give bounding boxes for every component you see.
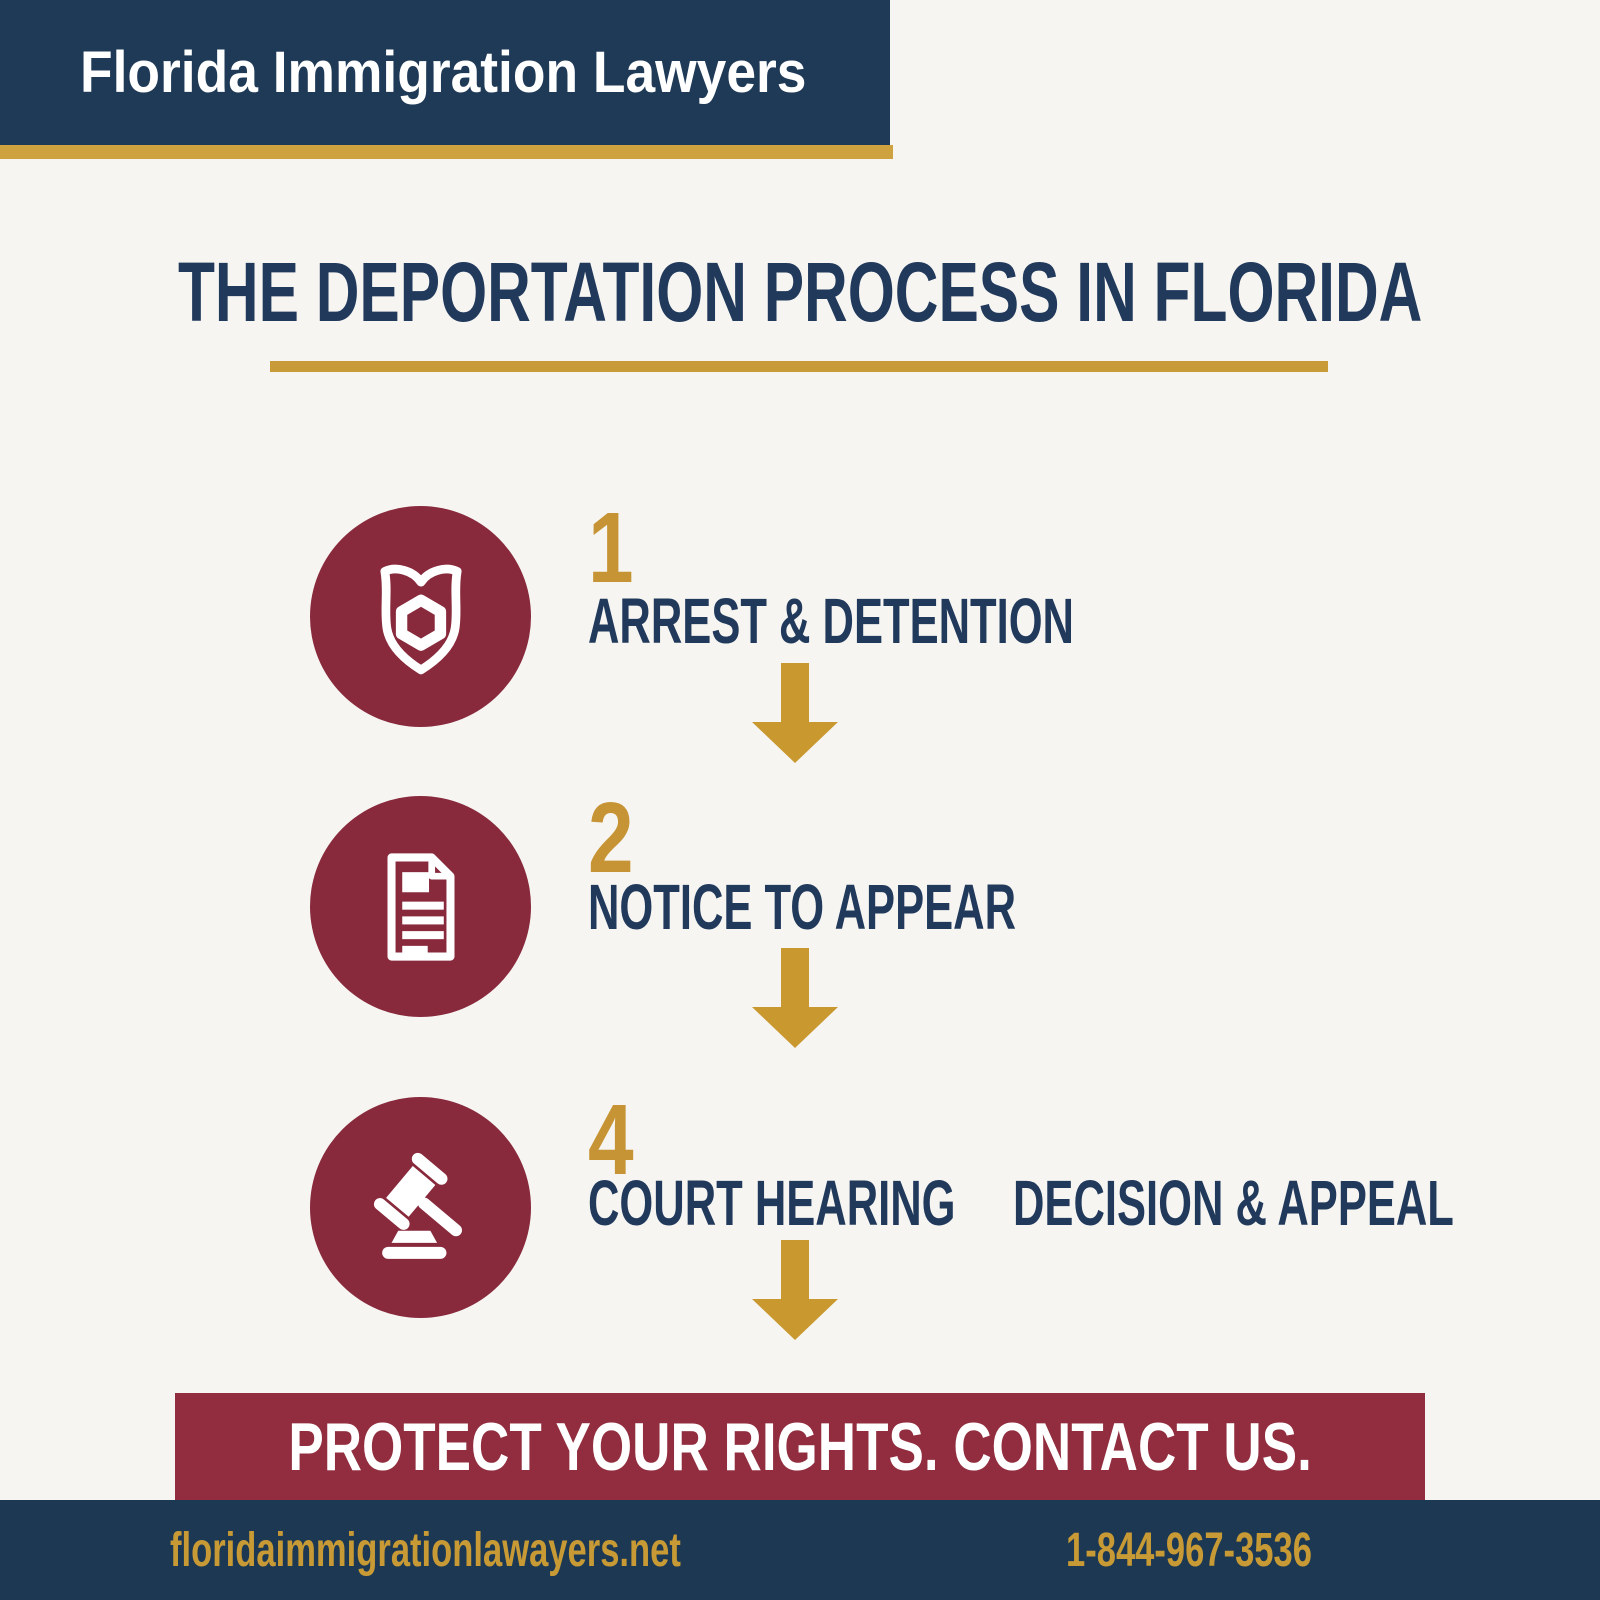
step2-icon-circle bbox=[310, 796, 531, 1017]
page-title-text: THE DEPORTATION PROCESS IN FLORIDA bbox=[177, 244, 1423, 339]
header-brand-bar: Florida Immigration Lawyers bbox=[0, 0, 890, 145]
down-arrow-icon bbox=[752, 663, 838, 763]
title-underline bbox=[270, 361, 1328, 372]
footer-phone: 1-844-967-3536 bbox=[1066, 1523, 1312, 1577]
step3-extra-label: DECISION & APPEAL bbox=[1013, 1167, 1454, 1239]
document-icon bbox=[387, 852, 454, 961]
step3-label: COURT HEARING bbox=[588, 1167, 956, 1239]
cta-text: PROTECT YOUR RIGHTS. CONTACT US. bbox=[288, 1408, 1312, 1485]
step1-number: 1 bbox=[588, 492, 634, 604]
header-gold-accent-bar bbox=[0, 145, 893, 159]
step2-label: NOTICE TO APPEAR bbox=[588, 871, 1016, 943]
step1-icon-circle bbox=[310, 506, 531, 727]
cta-banner: PROTECT YOUR RIGHTS. CONTACT US. bbox=[175, 1393, 1425, 1500]
brand-name: Florida Immigration Lawyers bbox=[80, 40, 807, 105]
step3-number: 4 bbox=[588, 1084, 634, 1196]
step2-number: 2 bbox=[588, 782, 634, 894]
down-arrow-icon bbox=[752, 1240, 838, 1340]
step1-label: ARREST & DETENTION bbox=[588, 585, 1074, 657]
page-title: THE DEPORTATION PROCESS IN FLORIDA bbox=[0, 244, 1600, 340]
badge-shield-icon bbox=[379, 564, 462, 674]
down-arrow-icon bbox=[752, 948, 838, 1048]
gavel-icon bbox=[373, 1152, 462, 1259]
step3-icon-circle bbox=[310, 1097, 531, 1318]
footer-bar: floridaimmigrationlawayers.net 1-844-967… bbox=[0, 1500, 1600, 1600]
footer-website: floridaimmigrationlawayers.net bbox=[170, 1523, 681, 1577]
